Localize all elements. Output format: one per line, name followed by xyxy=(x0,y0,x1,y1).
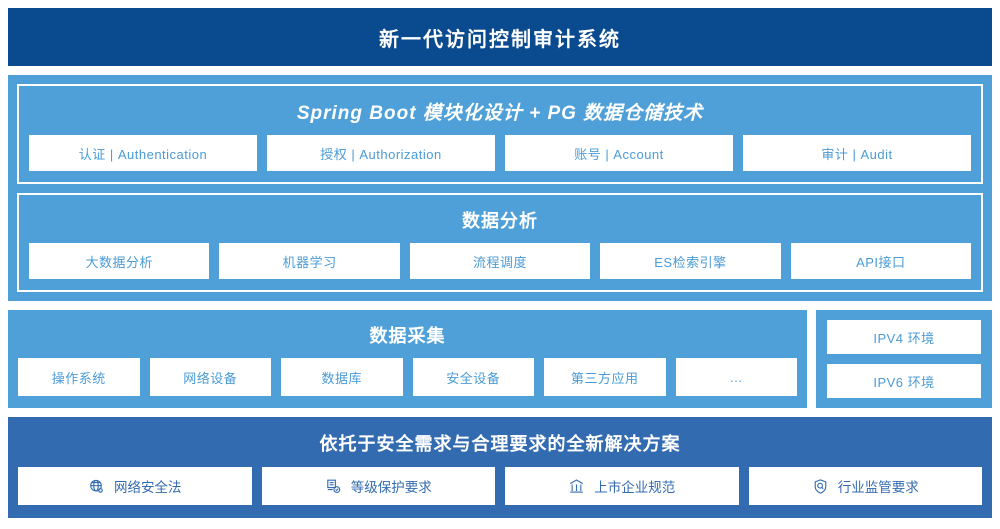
chip-big-data-analysis[interactable]: 大数据分析 xyxy=(29,243,210,279)
data-analysis-panel: 数据分析 大数据分析 机器学习 流程调度 ES检索引擎 API接口 xyxy=(17,193,983,292)
chip-authentication[interactable]: 认证 | Authentication xyxy=(29,135,257,171)
chip-process-scheduling[interactable]: 流程调度 xyxy=(409,243,591,279)
bank-building-icon xyxy=(568,478,585,495)
chip-database[interactable]: 数据库 xyxy=(281,358,403,396)
chip-more-ellipsis[interactable]: … xyxy=(675,358,797,396)
chip-label: 行业监管要求 xyxy=(837,480,919,495)
data-analysis-chip-row: 大数据分析 机器学习 流程调度 ES检索引擎 API接口 xyxy=(29,243,972,279)
header-bar: 新一代访问控制审计系统 xyxy=(8,8,992,66)
chip-api-interface[interactable]: API接口 xyxy=(790,243,972,279)
chip-industry-regulation[interactable]: 行业监管要求 xyxy=(748,467,982,505)
data-collection-row: 数据采集 操作系统 网络设备 数据库 安全设备 第三方应用 … IPV4 环境 … xyxy=(8,310,992,408)
chip-audit[interactable]: 审计 | Audit xyxy=(743,135,971,171)
chip-classified-protection[interactable]: 等级保护要求 xyxy=(261,467,495,505)
chip-authorization[interactable]: 授权 | Authorization xyxy=(267,135,495,171)
data-collection-chip-row: 操作系统 网络设备 数据库 安全设备 第三方应用 … xyxy=(18,358,797,396)
chip-ipv4-environment[interactable]: IPV4 环境 xyxy=(827,320,981,354)
globe-network-icon xyxy=(88,478,105,495)
spring-boot-panel: Spring Boot 模块化设计 + PG 数据仓储技术 认证 | Authe… xyxy=(17,84,983,184)
chip-label: 等级保护要求 xyxy=(350,480,432,495)
solution-block: 依托于安全需求与合理要求的全新解决方案 网络安全法 xyxy=(8,417,992,518)
document-check-icon xyxy=(325,478,342,495)
page-title: 新一代访问控制审计系统 xyxy=(379,28,621,51)
spring-boot-chip-row: 认证 | Authentication 授权 | Authorization 账… xyxy=(29,135,971,171)
chip-machine-learning[interactable]: 机器学习 xyxy=(219,243,400,279)
solution-chip-row: 网络安全法 等级保护要求 xyxy=(18,467,982,505)
chip-operating-system[interactable]: 操作系统 xyxy=(18,358,140,396)
chip-listed-company-standard[interactable]: 上市企业规范 xyxy=(505,467,739,505)
chip-cybersecurity-law[interactable]: 网络安全法 xyxy=(18,467,252,505)
chip-es-search-engine[interactable]: ES检索引擎 xyxy=(600,243,781,279)
solution-title: 依托于安全需求与合理要求的全新解决方案 xyxy=(319,434,681,454)
chip-account[interactable]: 账号 | Account xyxy=(505,135,733,171)
chip-third-party-app[interactable]: 第三方应用 xyxy=(544,358,666,396)
spring-boot-panel-title: Spring Boot 模块化设计 + PG 数据仓储技术 xyxy=(296,103,704,124)
data-collection-block: 数据采集 操作系统 网络设备 数据库 安全设备 第三方应用 … xyxy=(8,310,807,408)
data-analysis-panel-title: 数据分析 xyxy=(462,211,538,231)
data-collection-title: 数据采集 xyxy=(369,326,446,346)
environment-panel: IPV4 环境 IPV6 环境 xyxy=(816,310,992,408)
chip-security-device[interactable]: 安全设备 xyxy=(412,358,534,396)
chip-label: 网络安全法 xyxy=(114,480,182,495)
chip-label: 上市企业规范 xyxy=(594,480,676,495)
chip-ipv6-environment[interactable]: IPV6 环境 xyxy=(827,364,981,398)
shield-search-icon xyxy=(812,478,829,495)
chip-network-device[interactable]: 网络设备 xyxy=(149,358,271,396)
platform-block: Spring Boot 模块化设计 + PG 数据仓储技术 认证 | Authe… xyxy=(8,75,992,301)
